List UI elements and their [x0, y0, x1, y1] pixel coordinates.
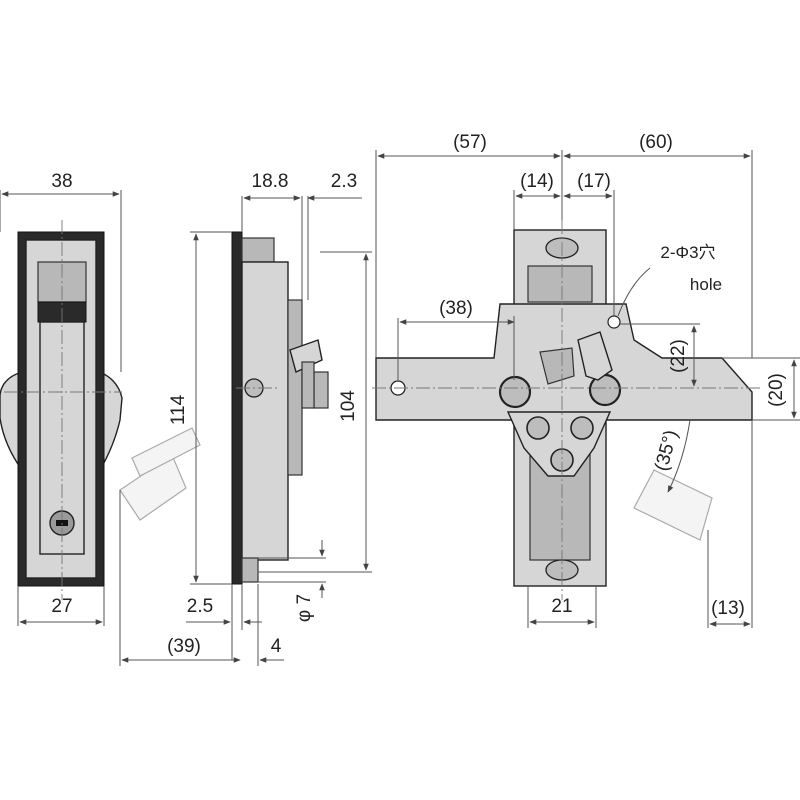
dim-left-upper-label: (14) [520, 171, 554, 192]
side-view [131, 231, 329, 585]
dim-plate-label: 21 [551, 596, 572, 617]
side-bracket [287, 299, 303, 476]
dim-side-height-label: 114 [168, 394, 189, 425]
rear-cam-rivet-left-icon [526, 416, 550, 440]
dim-arm-height: (20) [722, 357, 800, 421]
dim-flange: 2.5 [186, 584, 262, 660]
dim-tail: (13) [707, 420, 753, 628]
dim-angle-label: (35°) [651, 428, 682, 473]
side-bottom-boss [241, 557, 259, 583]
dim-front-lower: 27 [17, 586, 105, 626]
hole-callout: 2-Φ3穴 hole [617, 243, 722, 317]
side-ghost-lever [131, 427, 201, 477]
dim-front-width-label: 38 [51, 171, 72, 192]
front-view [0, 220, 187, 600]
dim-tail-label: (13) [711, 598, 745, 619]
dim-front-width: 38 [0, 171, 122, 372]
dim-arm-length-label: (38) [439, 298, 473, 319]
front-left-ear [0, 371, 23, 473]
rear-left-rivet-icon [498, 375, 532, 409]
rear-ghost-tail [633, 469, 713, 541]
dim-arm-offset: (22) [620, 323, 700, 387]
side-body [241, 261, 289, 561]
dim-arm-length: (38) [397, 298, 515, 380]
dim-hole-dia-label: φ 7 [294, 594, 315, 622]
front-right-ear [99, 370, 123, 473]
dim-flange-label: 2.5 [187, 596, 213, 617]
dim-lever-travel-label: (39) [167, 636, 201, 657]
dim-side-height: 114 [168, 231, 232, 585]
dim-inner-height: 104 [258, 251, 372, 573]
dim-side-offset-label: 2.3 [331, 171, 357, 192]
hole-spec-label: 2-Φ3穴 [660, 243, 715, 262]
dim-arm-height-label: (20) [766, 373, 787, 407]
dim-rear-upper: (14) (17) [513, 171, 615, 316]
rear-view [372, 220, 760, 600]
hole-en-label: hole [690, 275, 722, 294]
dim-rear-top: (57) (60) [375, 132, 753, 358]
dim-right-upper-label: (17) [577, 171, 611, 192]
dim-top-right-label: (60) [639, 132, 673, 153]
dim-arm-offset-label: (22) [668, 339, 689, 373]
side-top-boss [241, 237, 275, 263]
side-pin [313, 371, 329, 409]
rear-cam-rivet-right-icon [570, 416, 594, 440]
side-flange [231, 231, 243, 585]
dim-inner-height-label: 104 [338, 390, 359, 422]
dim-hole-dia: φ 7 [258, 540, 326, 622]
side-cam [289, 339, 323, 373]
rear-latch-hook [577, 331, 613, 381]
side-pin-base [301, 361, 315, 409]
dim-front-lower-label: 27 [51, 596, 72, 617]
dim-top-left-label: (57) [453, 132, 487, 153]
rear-upper-window [527, 265, 593, 303]
dim-step-label: 4 [271, 636, 282, 657]
dim-side-top: 18.8 2.3 [241, 171, 362, 300]
rear-latch-lever [539, 347, 575, 385]
rear-small-hole-icon [607, 315, 621, 329]
dim-bottom: (39) 4 [119, 490, 284, 666]
dim-side-depth-label: 18.8 [252, 171, 289, 192]
dim-plate: 21 [527, 586, 597, 628]
